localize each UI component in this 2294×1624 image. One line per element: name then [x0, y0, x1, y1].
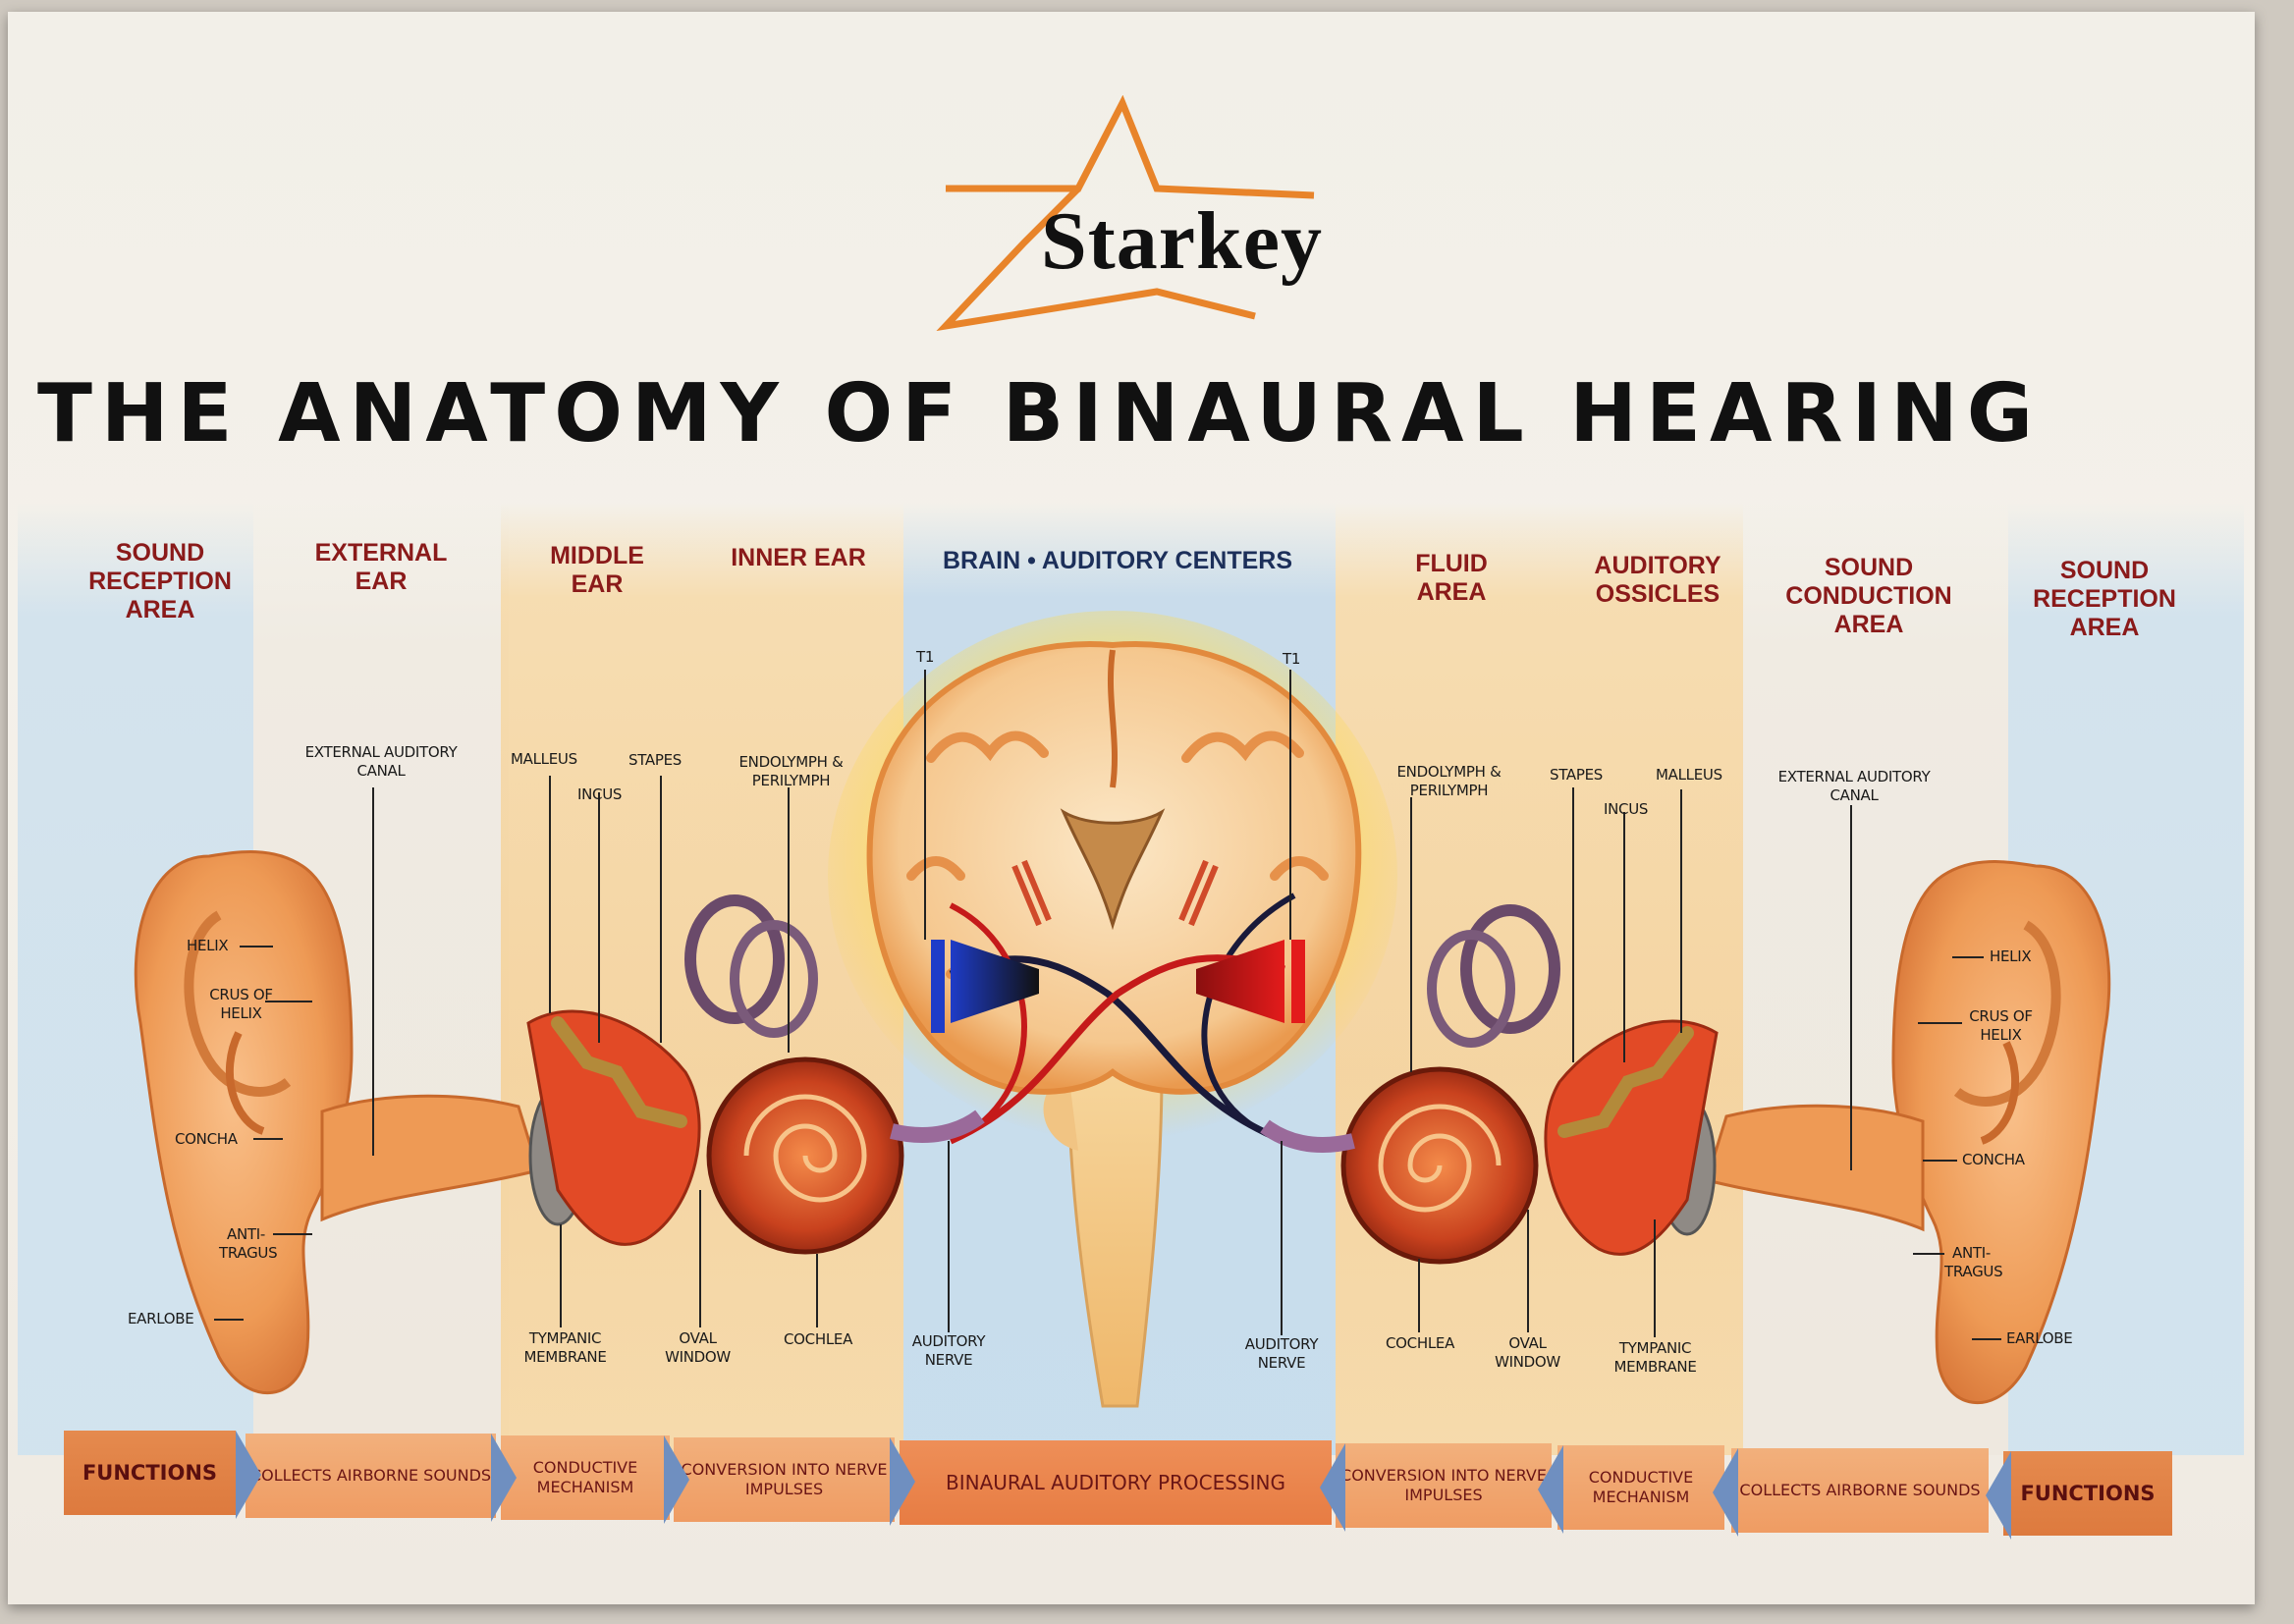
- label-left-concha: CONCHA: [175, 1130, 238, 1148]
- brainstem: [1066, 1070, 1164, 1408]
- chevron-right-icon: [664, 1435, 689, 1524]
- functions-left: FUNCTIONS: [64, 1431, 236, 1515]
- chevron-left-icon: [1986, 1451, 2011, 1540]
- function-left-conversion: CONVERSION INTO NERVE IMPULSES: [674, 1437, 895, 1522]
- starkey-star-icon: [936, 95, 1315, 331]
- chevron-right-icon: [890, 1437, 915, 1526]
- header-middle-ear: MIDDLE EAR: [550, 542, 644, 598]
- header-auditory-ossicles: AUDITORY OSSICLES: [1594, 552, 1721, 608]
- header-right-reception: SOUND RECEPTION AREA: [2033, 557, 2176, 641]
- brain-fissure: [1108, 649, 1118, 788]
- label-left-earlobe: EARLOBE: [128, 1310, 194, 1327]
- function-left-collects: COLLECTS AIRBORNE SOUNDS: [246, 1434, 496, 1518]
- ventricles: [1060, 808, 1166, 931]
- label-right-stapes: STAPES: [1550, 766, 1604, 784]
- chevron-left-icon: [1713, 1448, 1738, 1537]
- header-inner-ear: INNER EAR: [731, 544, 866, 571]
- label-left-tympanic-membrane: TYMPANIC MEMBRANE: [523, 1329, 607, 1366]
- chevron-right-icon: [236, 1431, 261, 1519]
- t1-right-marker: [1291, 940, 1305, 1023]
- label-left-malleus: MALLEUS: [511, 750, 577, 768]
- t1-left-marker: [931, 940, 945, 1033]
- page-title: THE ANATOMY OF BINAURAL HEARING: [37, 367, 2042, 460]
- starkey-logo-text: Starkey: [1041, 195, 1323, 287]
- function-left-conductive: CONDUCTIVE MECHANISM: [501, 1435, 670, 1520]
- label-right-incus: INCUS: [1604, 800, 1649, 818]
- header-external-ear: EXTERNAL EAR: [314, 539, 448, 595]
- label-right-antitragus: ANTI- TRAGUS: [1944, 1244, 2003, 1280]
- chevron-left-icon: [1320, 1443, 1345, 1532]
- band-ossicles: [1557, 503, 1743, 1455]
- left-ossicles: [551, 1016, 687, 1128]
- function-right-conductive: CONDUCTIVE MECHANISM: [1557, 1445, 1724, 1530]
- label-right-external-auditory-canal: EXTERNAL AUDITORY CANAL: [1777, 768, 1931, 804]
- label-left-incus: INCUS: [577, 785, 623, 803]
- chevron-left-icon: [1538, 1445, 1563, 1534]
- anatomy-illustration: [134, 611, 2111, 1408]
- label-left-crus-of-helix: CRUS OF HELIX: [209, 986, 273, 1022]
- label-left-helix: HELIX: [187, 937, 229, 954]
- label-right-earlobe: EARLOBE: [2006, 1329, 2073, 1347]
- label-left-oval-window: OVAL WINDOW: [665, 1329, 731, 1366]
- blue-cortex-area: [951, 940, 1039, 1023]
- band-middle-ear: [501, 503, 678, 1455]
- function-right-collects: COLLECTS AIRBORNE SOUNDS: [1731, 1448, 1989, 1533]
- label-left-stapes: STAPES: [628, 751, 683, 769]
- left-auditory-nerve-shape: [890, 1110, 985, 1144]
- header-sound-conduction: SOUND CONDUCTION AREA: [1785, 554, 1952, 638]
- label-right-tympanic-membrane: TYMPANIC MEMBRANE: [1613, 1339, 1697, 1376]
- label-left-cochlea: COCHLEA: [784, 1330, 853, 1348]
- header-brain: BRAIN • AUDITORY CENTERS: [942, 547, 1292, 574]
- function-chevrons: [236, 1431, 2011, 1540]
- label-left-auditory-nerve: AUDITORY NERVE: [911, 1332, 986, 1369]
- chevron-right-icon: [491, 1434, 517, 1522]
- left-middle-ear: [526, 1009, 701, 1246]
- header-fluid-area: FLUID AREA: [1415, 550, 1488, 606]
- label-right-crus-of-helix: CRUS OF HELIX: [1969, 1007, 2033, 1044]
- label-right-endolymph: ENDOLYMPH & PERILYMPH: [1396, 763, 1502, 799]
- header-left-reception: SOUND RECEPTION AREA: [88, 539, 232, 623]
- label-right-malleus: MALLEUS: [1656, 766, 1722, 784]
- label-right-t1: T1: [1283, 650, 1301, 668]
- label-right-cochlea: COCHLEA: [1386, 1334, 1455, 1352]
- label-right-concha: CONCHA: [1962, 1151, 2025, 1168]
- functions-right: FUNCTIONS: [2003, 1451, 2172, 1536]
- label-right-oval-window: OVAL WINDOW: [1495, 1334, 1560, 1371]
- label-left-endolymph: ENDOLYMPH & PERILYMPH: [738, 753, 844, 789]
- function-right-conversion: CONVERSION INTO NERVE IMPULSES: [1336, 1443, 1552, 1528]
- label-left-external-auditory-canal: EXTERNAL AUDITORY CANAL: [304, 743, 458, 780]
- label-right-auditory-nerve: AUDITORY NERVE: [1244, 1335, 1319, 1372]
- left-semicircular-canal: [684, 894, 785, 1024]
- label-right-helix: HELIX: [1990, 947, 2032, 965]
- poster: Starkey THE ANATOMY OF BINAURAL HEARING …: [8, 12, 2255, 1604]
- label-left-t1: T1: [916, 648, 935, 666]
- label-left-antitragus: ANTI- TRAGUS: [219, 1225, 278, 1262]
- red-pathway: [949, 954, 1285, 1145]
- function-binaural: BINAURAL AUDITORY PROCESSING: [900, 1440, 1332, 1525]
- red-cortex-area: [1196, 940, 1284, 1023]
